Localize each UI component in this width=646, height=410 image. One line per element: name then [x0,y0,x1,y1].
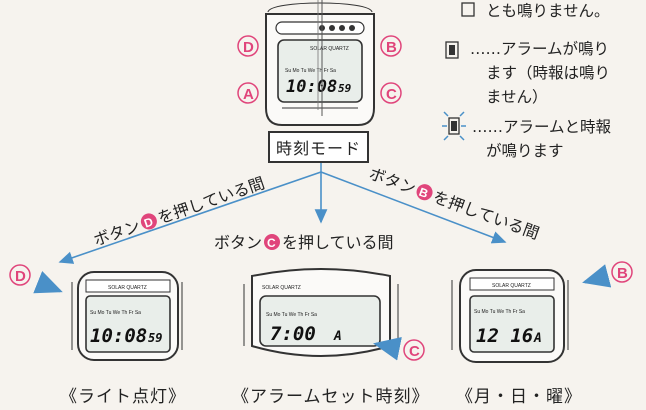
top-watch-seconds: 59 [338,82,352,95]
arrow-left [58,171,322,264]
svg-text:SOLAR QUARTZ: SOLAR QUARTZ [108,285,147,291]
legend-icon-alarm [445,41,459,59]
watch-right-press-arrow [582,264,612,288]
watch-right: SOLAR QUARTZ Su Mo Tu We Th Fr Sa 12 16 … [451,269,569,363]
caption-light: 《ライト点灯》 [60,387,186,407]
svg-text:B: B [617,265,628,282]
arrow-center-label: ボタン C を押している間 [214,233,394,252]
top-watch-button-b[interactable]: B [380,35,402,57]
svg-text:Su Mo Tu We Th Fr Sa: Su Mo Tu We Th Fr Sa [90,310,141,316]
watch-left-seconds: 59 [148,331,162,345]
svg-text:Su Mo Tu We Th Fr Sa: Su Mo Tu We Th Fr Sa [266,312,317,318]
top-watch-days: Su Mo Tu We Th Fr Sa [285,68,336,74]
svg-text:ボタン: ボタン [91,216,143,250]
legend-line-4: ……アラームと時報 [472,118,612,136]
svg-text:D: D [243,39,254,56]
caption-alarm-time: 《アラームセット時刻》 [232,387,430,407]
svg-text:A: A [243,86,254,103]
svg-text:SOLAR QUARTZ: SOLAR QUARTZ [492,283,531,289]
watch-mid-press-arrow [373,336,402,361]
svg-text:B: B [386,39,397,56]
svg-text:C: C [267,236,276,250]
svg-text:D: D [15,268,26,285]
watch-left-time: 10:08 [90,325,147,347]
watch-right-suffix: A [533,331,542,346]
arrow-right [320,171,507,244]
legend-line-3: ません） [486,88,548,106]
top-watch-button-a[interactable]: A [237,82,259,104]
watch-left-button-d[interactable]: D [9,264,31,286]
legend-icon-alarm-hourly [442,111,466,141]
caption-month-day: 《月・日・曜》 [456,387,582,407]
top-watch: SOLAR QUARTZ Su Mo Tu We Th Fr Sa 10:08 … [265,0,375,126]
mode-box: 時刻モード [268,131,370,163]
watch-mid-button-c[interactable]: C [403,339,425,361]
arrow-right-label: ボタン B を押している間 [367,164,542,243]
svg-text:を押している間: を押している間 [155,173,267,227]
watch-right-button-b[interactable]: B [611,261,633,283]
legend-line-2: ます（時報は鳴り [486,64,611,82]
svg-text:C: C [386,86,397,103]
legend-line-1: ……アラームが鳴り [470,40,610,58]
svg-text:ボタン: ボタン [214,233,262,252]
watch-right-time: 12 16 [476,325,533,347]
top-watch-time: 10:08 [286,77,337,97]
svg-text:C: C [409,343,420,360]
legend-icon-off [461,2,475,17]
legend-line-5: が鳴ります [486,142,564,160]
watch-mid: SOLAR QUARTZ Su Mo Tu We Th Fr Sa 7:00 A [243,268,399,357]
legend-line-0: とも鳴りません。 [486,2,610,20]
watch-mid-time: 7:00 [270,323,316,345]
watch-mid-suffix: A [333,329,342,344]
watch-left-press-arrow [33,270,63,294]
svg-text:を押している間: を押している間 [282,233,394,252]
watch-left: SOLAR QUARTZ Su Mo Tu We Th Fr Sa 10:08 … [71,271,183,361]
top-watch-button-d[interactable]: D [237,35,259,57]
svg-text:Su Mo Tu We Th Fr Sa: Su Mo Tu We Th Fr Sa [474,309,525,315]
top-watch-button-c[interactable]: C [380,82,402,104]
top-watch-brand: SOLAR QUARTZ [310,46,349,52]
svg-text:SOLAR QUARTZ: SOLAR QUARTZ [262,285,301,291]
